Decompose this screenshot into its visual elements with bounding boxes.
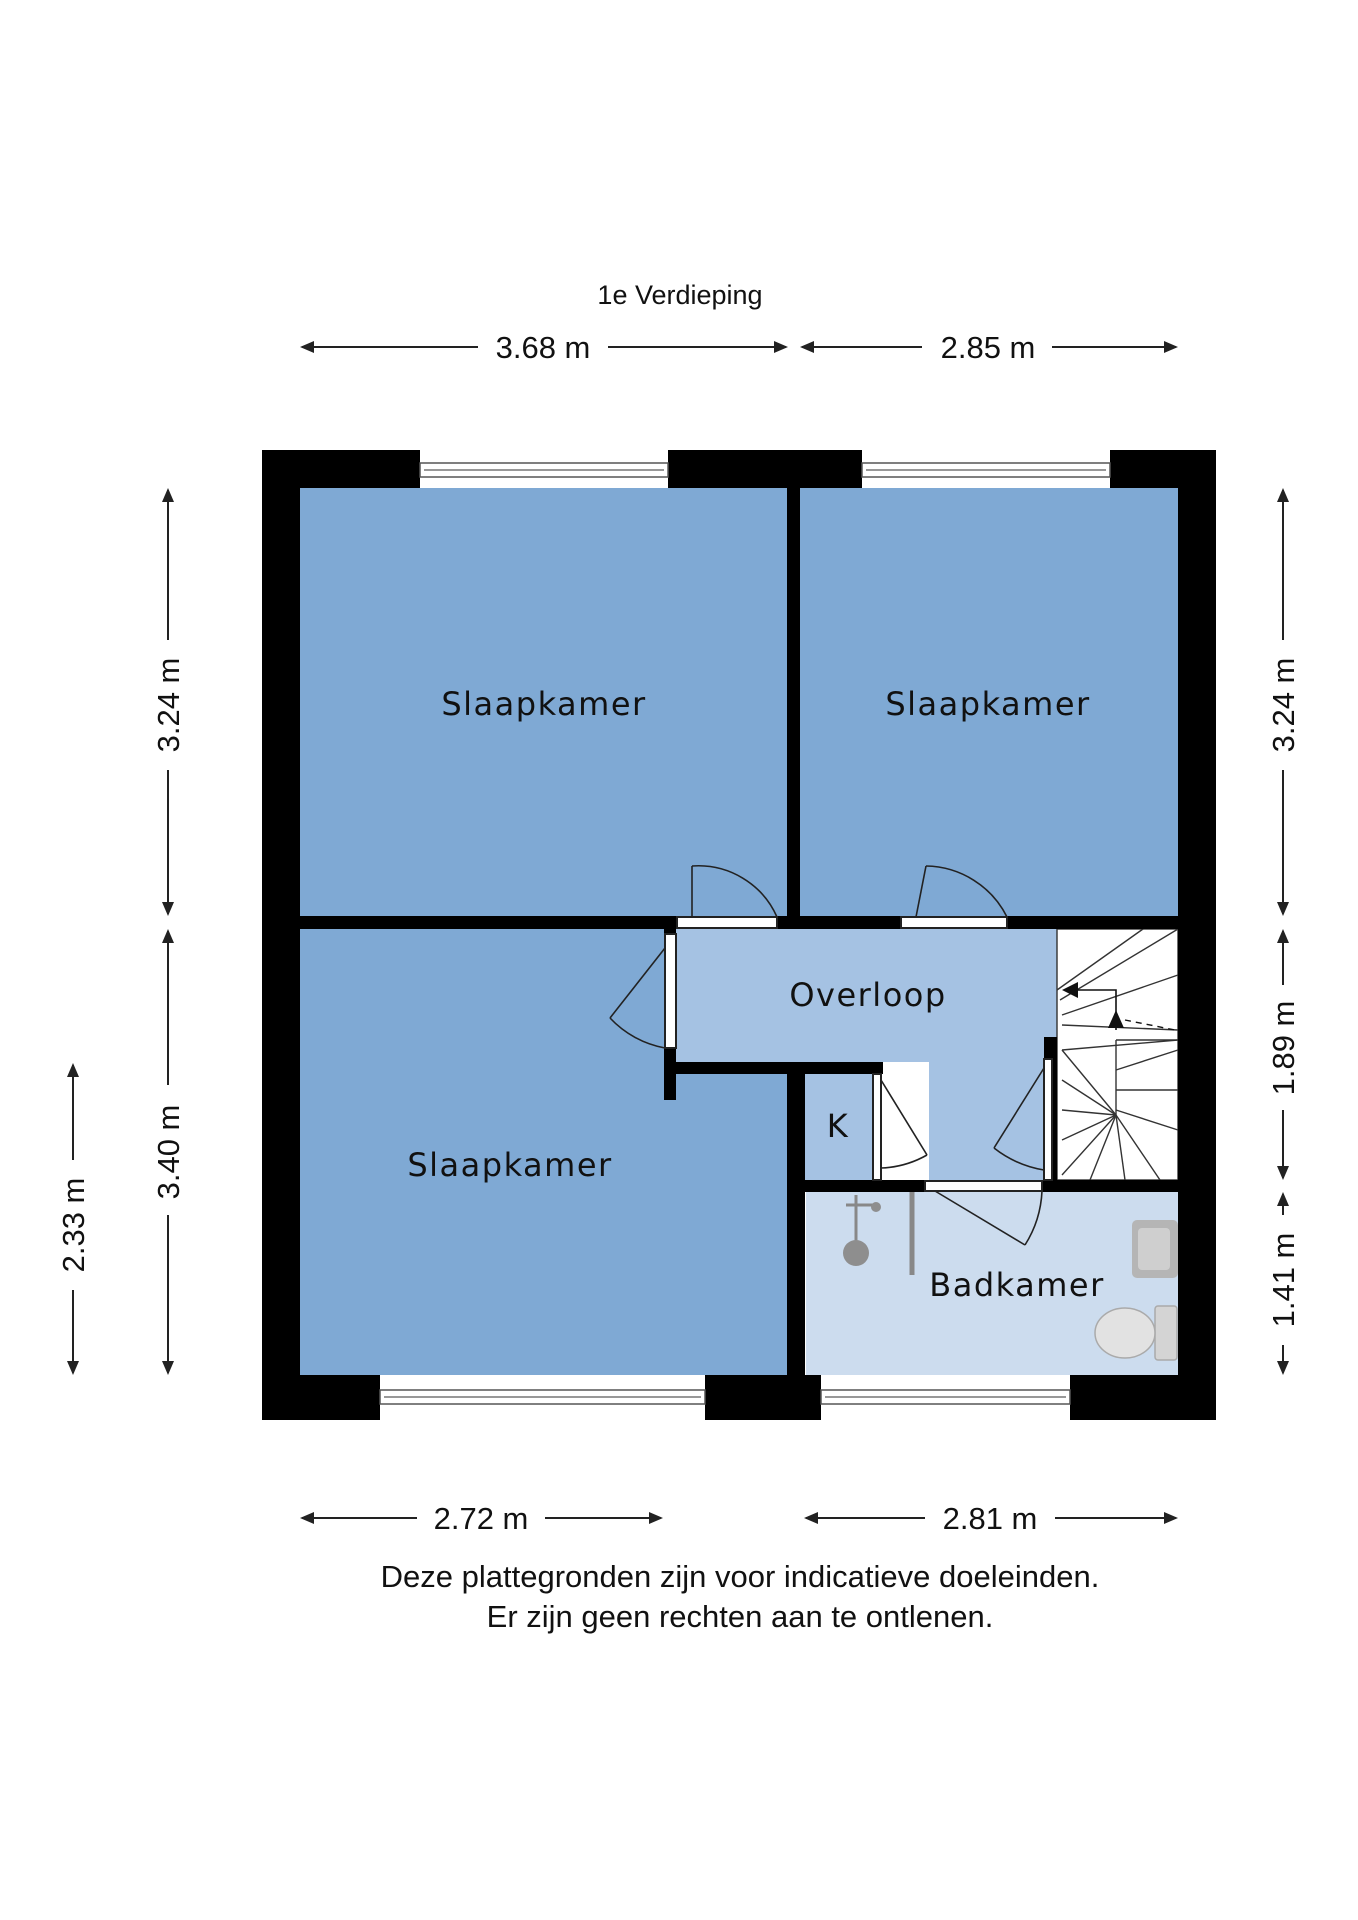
dimension-label-bottom-right: 2.81 m	[943, 1501, 1038, 1536]
dimension-left-upper: 3.24 m	[151, 488, 186, 916]
dimension-label-left-upper: 3.24 m	[151, 658, 186, 753]
door-bedroom-top-left	[676, 864, 778, 929]
floor-title: 1e Verdieping	[597, 280, 762, 310]
room-label-landing: Overloop	[789, 976, 946, 1014]
dimension-right-lower: 1.41 m	[1266, 1192, 1301, 1375]
window-bottom-right	[820, 1389, 1071, 1405]
dimension-label-bottom-left: 2.72 m	[434, 1501, 529, 1536]
disclaimer-line-1: Deze plattegronden zijn voor indicatieve…	[381, 1559, 1100, 1594]
dimension-top-right: 2.85 m	[800, 330, 1178, 365]
dimension-label-left-outer: 2.33 m	[56, 1178, 91, 1273]
window-bottom-left	[379, 1389, 706, 1405]
room-bedroom-top-left	[300, 488, 787, 916]
door-bathroom	[924, 1180, 1043, 1246]
dimension-right-middle: 1.89 m	[1266, 929, 1301, 1180]
window-top-left	[419, 462, 669, 478]
door-bedroom-top-right	[900, 865, 1008, 929]
toilet-icon	[1094, 1305, 1178, 1361]
dimension-label-right-middle: 1.89 m	[1266, 1001, 1301, 1096]
stair-arrow-up	[1108, 1010, 1124, 1028]
dimension-left-lower: 3.40 m	[151, 929, 186, 1375]
dimension-label-right-upper: 3.24 m	[1266, 658, 1301, 753]
door-bedroom-bottom-left	[609, 933, 677, 1049]
room-bedroom-top-right	[800, 488, 1178, 916]
disclaimer-line-2: Er zijn geen rechten aan te ontlenen.	[487, 1599, 994, 1634]
door-stair	[993, 1058, 1053, 1181]
dimension-bottom-right: 2.81 m	[804, 1501, 1178, 1536]
room-label-bedroom-top-right: Slaapkamer	[885, 685, 1090, 723]
dimension-label-right-lower: 1.41 m	[1266, 1233, 1301, 1328]
dimension-left-outer: 2.33 m	[56, 1063, 91, 1375]
room-label-bedroom-bottom-left: Slaapkamer	[407, 1146, 612, 1184]
dimension-label-top-left: 3.68 m	[496, 330, 591, 365]
room-landing	[676, 929, 1057, 1180]
door-closet	[872, 1073, 928, 1181]
dimension-top-left: 3.68 m	[300, 330, 788, 365]
shower-icon	[843, 1192, 915, 1275]
room-label-closet: K	[827, 1107, 849, 1145]
sink-icon	[1132, 1220, 1178, 1278]
room-label-bathroom: Badkamer	[929, 1266, 1104, 1304]
dimension-right-upper: 3.24 m	[1266, 488, 1301, 916]
staircase	[1056, 928, 1179, 1181]
room-label-bedroom-top-left: Slaapkamer	[441, 685, 646, 723]
dimension-bottom-left: 2.72 m	[300, 1501, 663, 1536]
room-bedroom-bottom-left	[300, 929, 787, 1375]
dimension-label-left-lower: 3.40 m	[151, 1105, 186, 1200]
stair-arrow-left	[1062, 982, 1078, 998]
walls	[262, 450, 1216, 1420]
window-top-right	[861, 462, 1111, 478]
staircase-area	[1057, 929, 1178, 1180]
room-closet	[805, 1074, 877, 1180]
dimension-label-top-right: 2.85 m	[941, 330, 1036, 365]
